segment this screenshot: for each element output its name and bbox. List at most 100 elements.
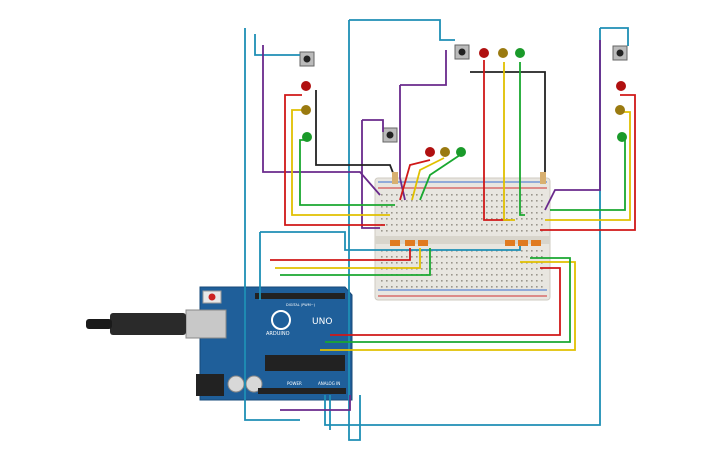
breadboard-hole	[381, 218, 383, 220]
breadboard-hole	[436, 200, 438, 202]
led-group-left	[301, 81, 312, 142]
breadboard-hole	[406, 230, 408, 232]
breadboard-hole	[461, 230, 463, 232]
breadboard-hole	[441, 268, 443, 270]
breadboard	[374, 177, 551, 301]
breadboard-hole	[411, 200, 413, 202]
breadboard-hole	[401, 200, 403, 202]
breadboard-hole	[491, 286, 493, 288]
digital-header	[255, 293, 345, 299]
led-red	[301, 81, 311, 91]
breadboard-hole	[441, 256, 443, 258]
breadboard-hole	[426, 224, 428, 226]
breadboard-hole	[506, 200, 508, 202]
breadboard-hole	[486, 206, 488, 208]
breadboard-hole	[451, 212, 453, 214]
breadboard-hole	[451, 230, 453, 232]
breadboard-hole	[476, 286, 478, 288]
breadboard-hole	[446, 194, 448, 196]
breadboard-hole	[506, 206, 508, 208]
breadboard-hole	[386, 262, 388, 264]
breadboard-hole	[416, 256, 418, 258]
breadboard-hole	[496, 200, 498, 202]
breadboard-hole	[531, 194, 533, 196]
breadboard-hole	[476, 194, 478, 196]
breadboard-hole	[381, 212, 383, 214]
breadboard-hole	[396, 286, 398, 288]
breadboard-hole	[456, 280, 458, 282]
breadboard-hole	[476, 206, 478, 208]
breadboard-hole	[436, 280, 438, 282]
breadboard-hole	[391, 200, 393, 202]
breadboard-hole	[451, 194, 453, 196]
breadboard-hole	[521, 212, 523, 214]
breadboard-hole	[461, 194, 463, 196]
uno-text: UNO	[312, 317, 332, 327]
breadboard-hole	[416, 280, 418, 282]
breadboard-hole	[501, 218, 503, 220]
breadboard-hole	[396, 212, 398, 214]
breadboard-hole	[431, 230, 433, 232]
breadboard-hole	[466, 256, 468, 258]
breadboard-hole	[441, 280, 443, 282]
resistors	[390, 172, 546, 246]
breadboard-hole	[471, 280, 473, 282]
breadboard-hole	[516, 212, 518, 214]
breadboard-hole	[491, 218, 493, 220]
breadboard-hole	[466, 274, 468, 276]
breadboard-hole	[526, 268, 528, 270]
breadboard-hole	[446, 224, 448, 226]
breadboard-hole	[531, 200, 533, 202]
breadboard-hole	[441, 274, 443, 276]
breadboard-hole	[531, 268, 533, 270]
breadboard-hole	[456, 206, 458, 208]
led-group-middle	[425, 147, 466, 157]
breadboard-hole	[401, 256, 403, 258]
breadboard-hole	[511, 230, 513, 232]
breadboard-hole	[526, 286, 528, 288]
breadboard-hole	[381, 286, 383, 288]
breadboard-hole	[411, 194, 413, 196]
breadboard-hole	[461, 268, 463, 270]
breadboard-hole	[506, 224, 508, 226]
breadboard-hole	[391, 194, 393, 196]
breadboard-hole	[406, 194, 408, 196]
breadboard-hole	[401, 280, 403, 282]
breadboard-hole	[431, 280, 433, 282]
breadboard-hole	[466, 280, 468, 282]
breadboard-hole	[541, 200, 543, 202]
breadboard-hole	[411, 212, 413, 214]
breadboard-hole	[416, 218, 418, 220]
breadboard-hole	[531, 250, 533, 252]
breadboard-hole	[456, 286, 458, 288]
led-green	[302, 132, 312, 142]
breadboard-hole	[406, 224, 408, 226]
breadboard-hole	[486, 194, 488, 196]
breadboard-hole	[516, 268, 518, 270]
breadboard-hole	[486, 280, 488, 282]
breadboard-hole	[451, 268, 453, 270]
breadboard-hole	[416, 262, 418, 264]
breadboard-hole	[536, 206, 538, 208]
breadboard-hole	[446, 206, 448, 208]
breadboard-hole	[441, 262, 443, 264]
breadboard-hole	[481, 194, 483, 196]
breadboard-hole	[411, 280, 413, 282]
reset-button[interactable]	[208, 293, 216, 301]
led-group-right	[615, 81, 627, 142]
breadboard-hole	[501, 224, 503, 226]
breadboard-hole	[456, 262, 458, 264]
breadboard-hole	[466, 212, 468, 214]
breadboard-hole	[516, 274, 518, 276]
breadboard-hole	[411, 224, 413, 226]
breadboard-hole	[471, 224, 473, 226]
microcontroller-chip	[265, 355, 345, 371]
breadboard-hole	[511, 224, 513, 226]
breadboard-hole	[501, 194, 503, 196]
breadboard-hole	[481, 268, 483, 270]
breadboard-hole	[531, 224, 533, 226]
breadboard-hole	[491, 230, 493, 232]
breadboard-hole	[541, 212, 543, 214]
breadboard-hole	[436, 286, 438, 288]
led-group-top-center	[479, 48, 525, 58]
